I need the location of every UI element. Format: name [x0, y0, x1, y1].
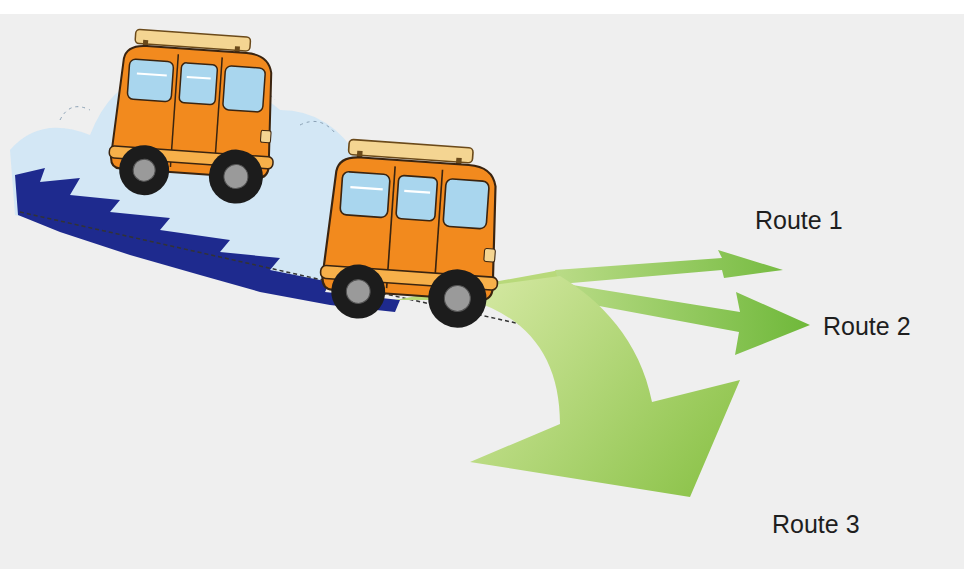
- van: [106, 28, 281, 206]
- van: [317, 138, 506, 330]
- top-band: [0, 0, 964, 14]
- route-arrow: [555, 250, 783, 284]
- route-label: Route 3: [772, 510, 860, 539]
- route-label: Route 1: [755, 206, 843, 235]
- route-label: Route 2: [823, 312, 911, 341]
- route-arrow: [470, 276, 740, 497]
